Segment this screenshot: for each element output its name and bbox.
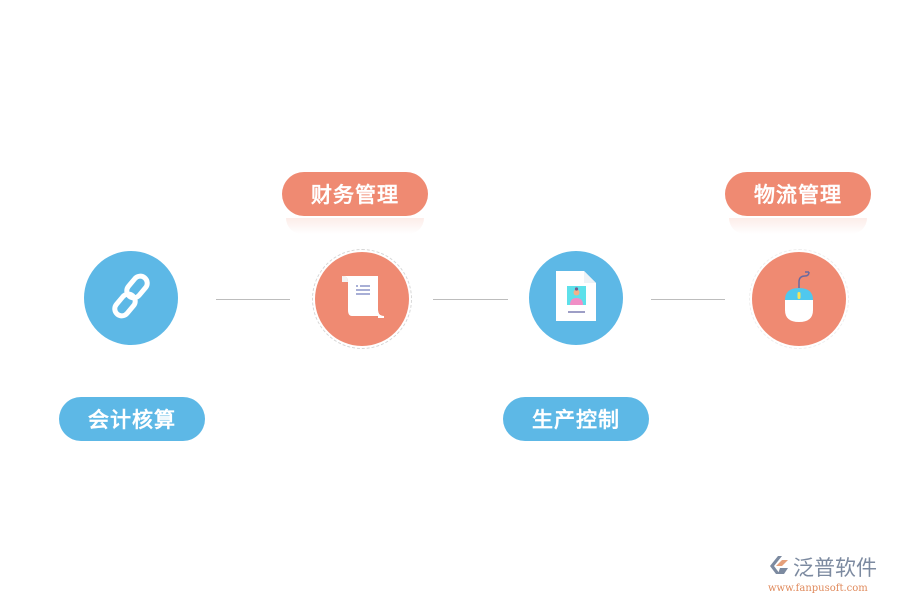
- step-3-node: [529, 251, 623, 345]
- computer-mouse-icon: [779, 270, 819, 328]
- step-4-ring: [749, 249, 849, 349]
- brand-mark-icon: [768, 554, 790, 581]
- step-4-label-reflection: [729, 218, 867, 234]
- profile-document-icon: [554, 269, 598, 327]
- brand-url: www.fanpusoft.com: [768, 583, 868, 594]
- step-2-label: 财务管理: [282, 172, 428, 216]
- connector-line-2: [433, 299, 508, 300]
- step-1-label: 会计核算: [59, 397, 205, 441]
- step-2-ring: [312, 249, 412, 349]
- connector-line-3: [651, 299, 725, 300]
- connector-line-1: [216, 299, 290, 300]
- brand-name: 泛普软件: [793, 556, 877, 580]
- step-2-node: [315, 252, 409, 346]
- step-3-label: 生产控制: [503, 397, 649, 441]
- step-4-node: [752, 252, 846, 346]
- scroll-document-icon: [338, 272, 386, 326]
- brand-logo: 泛普软件 www.fanpusoft.com: [768, 552, 893, 594]
- step-4-label: 物流管理: [725, 172, 871, 216]
- step-1-node: [84, 251, 178, 345]
- chain-link-icon: [104, 269, 158, 327]
- step-2-label-reflection: [286, 218, 424, 234]
